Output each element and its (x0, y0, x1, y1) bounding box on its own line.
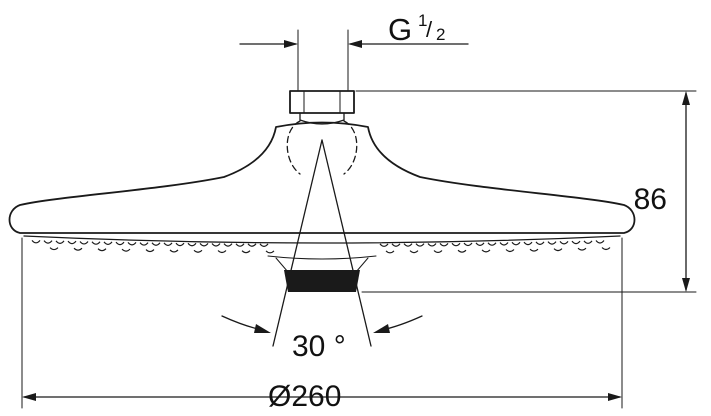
spray-nozzle (151, 242, 161, 246)
spray-nozzle (223, 243, 233, 247)
spray-nozzle (451, 242, 461, 247)
spray-nozzle (427, 243, 437, 247)
spray-nozzle (235, 243, 245, 247)
spray-nozzle (553, 248, 563, 252)
spray-nozzle (379, 243, 389, 247)
spray-nozzle (127, 241, 137, 246)
spray-nozzle (481, 249, 491, 253)
spray-nozzle (577, 247, 587, 251)
spray-nozzle (31, 239, 41, 244)
spray-nozzle (415, 243, 425, 247)
spray-nozzle (247, 243, 257, 247)
spray-nozzle (67, 240, 77, 245)
spray-nozzle (115, 241, 125, 246)
thread-label: G (388, 12, 412, 47)
central-nozzle-block (284, 270, 360, 292)
spray-nozzle (583, 240, 593, 244)
spray-plate-inner (267, 255, 377, 260)
spray-nozzle (535, 241, 545, 245)
spray-nozzle (79, 241, 89, 245)
spray-nozzle (187, 242, 197, 247)
spray-nozzle (91, 241, 101, 245)
spray-nozzle (385, 250, 395, 254)
spray-nozzle (193, 249, 203, 253)
spray-angle-label: 30 ° (292, 330, 346, 363)
height-label: 86 (634, 183, 667, 216)
spray-nozzles (31, 239, 611, 254)
spray-nozzle (505, 249, 515, 253)
spray-nozzle (511, 241, 521, 246)
spray-nozzle (463, 242, 473, 247)
thread-dimension: G 1 / 2 (239, 11, 469, 91)
spray-nozzle (571, 240, 581, 245)
spray-angle-dimension: 30 ° (221, 139, 423, 363)
spray-nozzle (409, 250, 419, 254)
height-dimension: 86 (355, 90, 697, 293)
spray-nozzle (97, 248, 107, 252)
spray-nozzle (139, 242, 149, 246)
spray-nozzle (403, 243, 413, 247)
spray-nozzle (103, 241, 113, 246)
spray-nozzle (211, 243, 221, 247)
diameter-dimension: Ø260 (21, 237, 623, 413)
spray-nozzle (217, 250, 227, 254)
spray-nozzle (121, 248, 131, 252)
spray-nozzle (241, 250, 251, 254)
spray-nozzle (259, 243, 269, 247)
spray-nozzle (547, 241, 557, 245)
spray-nozzle (529, 248, 539, 252)
spray-nozzle (49, 247, 59, 251)
spray-nozzle (145, 249, 155, 253)
spray-nozzle (175, 242, 185, 247)
spray-nozzle (163, 242, 173, 247)
ball-joint-hidden (286, 120, 358, 175)
spray-nozzle (499, 242, 509, 246)
shower-head-body (8, 121, 636, 234)
spray-nozzle (559, 240, 569, 245)
spray-nozzle (391, 243, 401, 247)
spray-nozzle (73, 247, 83, 251)
thread-fraction-denominator: 2 (436, 25, 445, 44)
spray-nozzle (439, 242, 449, 247)
spray-nozzle (601, 247, 611, 251)
diameter-label: Ø260 (268, 380, 341, 413)
spray-nozzle (523, 241, 533, 246)
connector-nut (289, 90, 355, 125)
thread-fraction-numerator: 1 (418, 11, 427, 30)
spray-nozzle (199, 242, 209, 247)
spray-nozzle (55, 240, 65, 245)
spray-nozzle (475, 242, 485, 246)
spray-nozzle (265, 250, 275, 254)
spray-nozzle (595, 240, 605, 244)
spray-nozzle (487, 242, 497, 246)
spray-nozzle (457, 249, 467, 253)
spray-plate (23, 235, 621, 244)
spray-nozzle (169, 249, 179, 253)
spray-nozzle (433, 250, 443, 254)
thread-fraction-slash: / (426, 17, 433, 42)
spray-nozzle (43, 240, 53, 244)
